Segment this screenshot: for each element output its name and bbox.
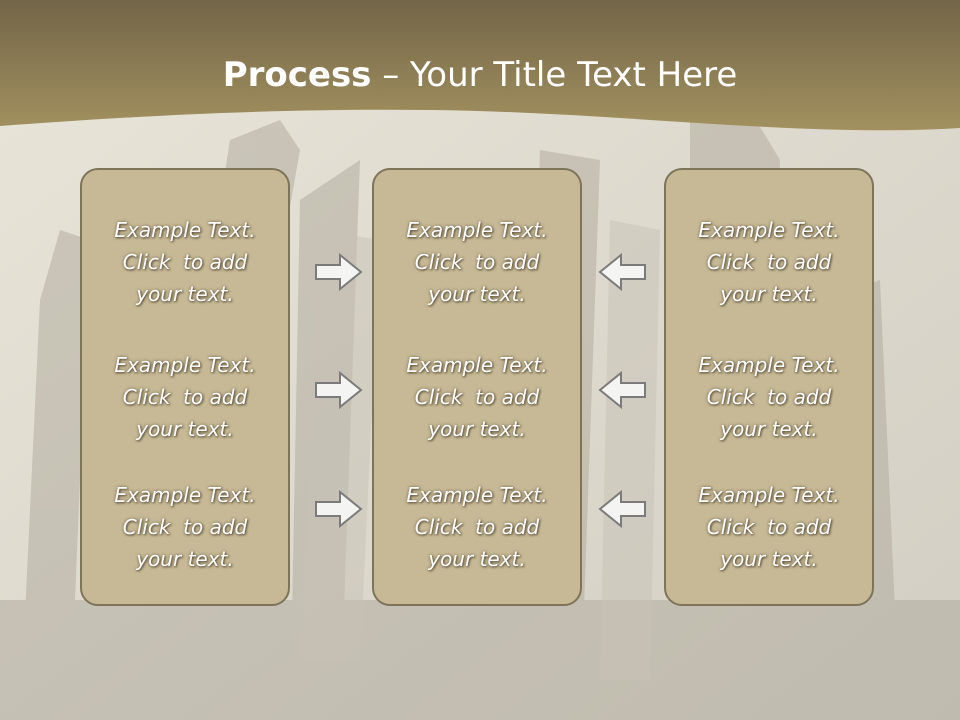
text-line: Example Text. (114, 218, 256, 242)
text-block[interactable]: Example Text. Click to add your text. (666, 349, 872, 445)
text-line: Example Text. (406, 218, 548, 242)
text-line: your text. (720, 282, 818, 306)
text-block[interactable]: Example Text. Click to add your text. (666, 214, 872, 310)
text-line: your text. (428, 282, 526, 306)
right-panel: Example Text. Click to add your text. Ex… (664, 168, 874, 606)
text-line: Example Text. (114, 483, 256, 507)
text-line: Example Text. (114, 353, 256, 377)
text-line: Click to add (706, 385, 832, 409)
text-line: Click to add (706, 250, 832, 274)
text-line: your text. (428, 417, 526, 441)
text-block[interactable]: Example Text. Click to add your text. (82, 349, 288, 445)
left-arrow-icon (598, 370, 646, 410)
title-bold: Process (222, 55, 372, 95)
text-line: Example Text. (698, 218, 840, 242)
right-arrow-icon (315, 252, 363, 292)
text-line: Click to add (414, 385, 540, 409)
text-line: your text. (136, 282, 234, 306)
text-line: Click to add (706, 515, 832, 539)
text-line: Click to add (414, 250, 540, 274)
left-panel: Example Text. Click to add your text. Ex… (80, 168, 290, 606)
text-line: Example Text. (698, 483, 840, 507)
text-line: Example Text. (406, 483, 548, 507)
title-rest: – Your Title Text Here (371, 55, 738, 95)
text-line: your text. (720, 547, 818, 571)
text-block[interactable]: Example Text. Click to add your text. (374, 479, 580, 575)
text-block[interactable]: Example Text. Click to add your text. (374, 214, 580, 310)
text-line: Example Text. (698, 353, 840, 377)
page-title[interactable]: Process – Your Title Text Here (0, 52, 960, 98)
text-block[interactable]: Example Text. Click to add your text. (82, 479, 288, 575)
center-panel: Example Text. Click to add your text. Ex… (372, 168, 582, 606)
header-band (0, 0, 960, 131)
text-line: your text. (720, 417, 818, 441)
text-block[interactable]: Example Text. Click to add your text. (82, 214, 288, 310)
text-block[interactable]: Example Text. Click to add your text. (666, 479, 872, 575)
text-line: your text. (136, 417, 234, 441)
text-block[interactable]: Example Text. Click to add your text. (374, 349, 580, 445)
text-line: your text. (428, 547, 526, 571)
left-arrow-icon (598, 252, 646, 292)
text-line: your text. (136, 547, 234, 571)
text-line: Click to add (122, 385, 248, 409)
text-line: Click to add (122, 250, 248, 274)
right-arrow-icon (315, 370, 363, 410)
left-arrow-icon (598, 489, 646, 529)
text-line: Example Text. (406, 353, 548, 377)
text-line: Click to add (122, 515, 248, 539)
text-line: Click to add (414, 515, 540, 539)
right-arrow-icon (315, 489, 363, 529)
